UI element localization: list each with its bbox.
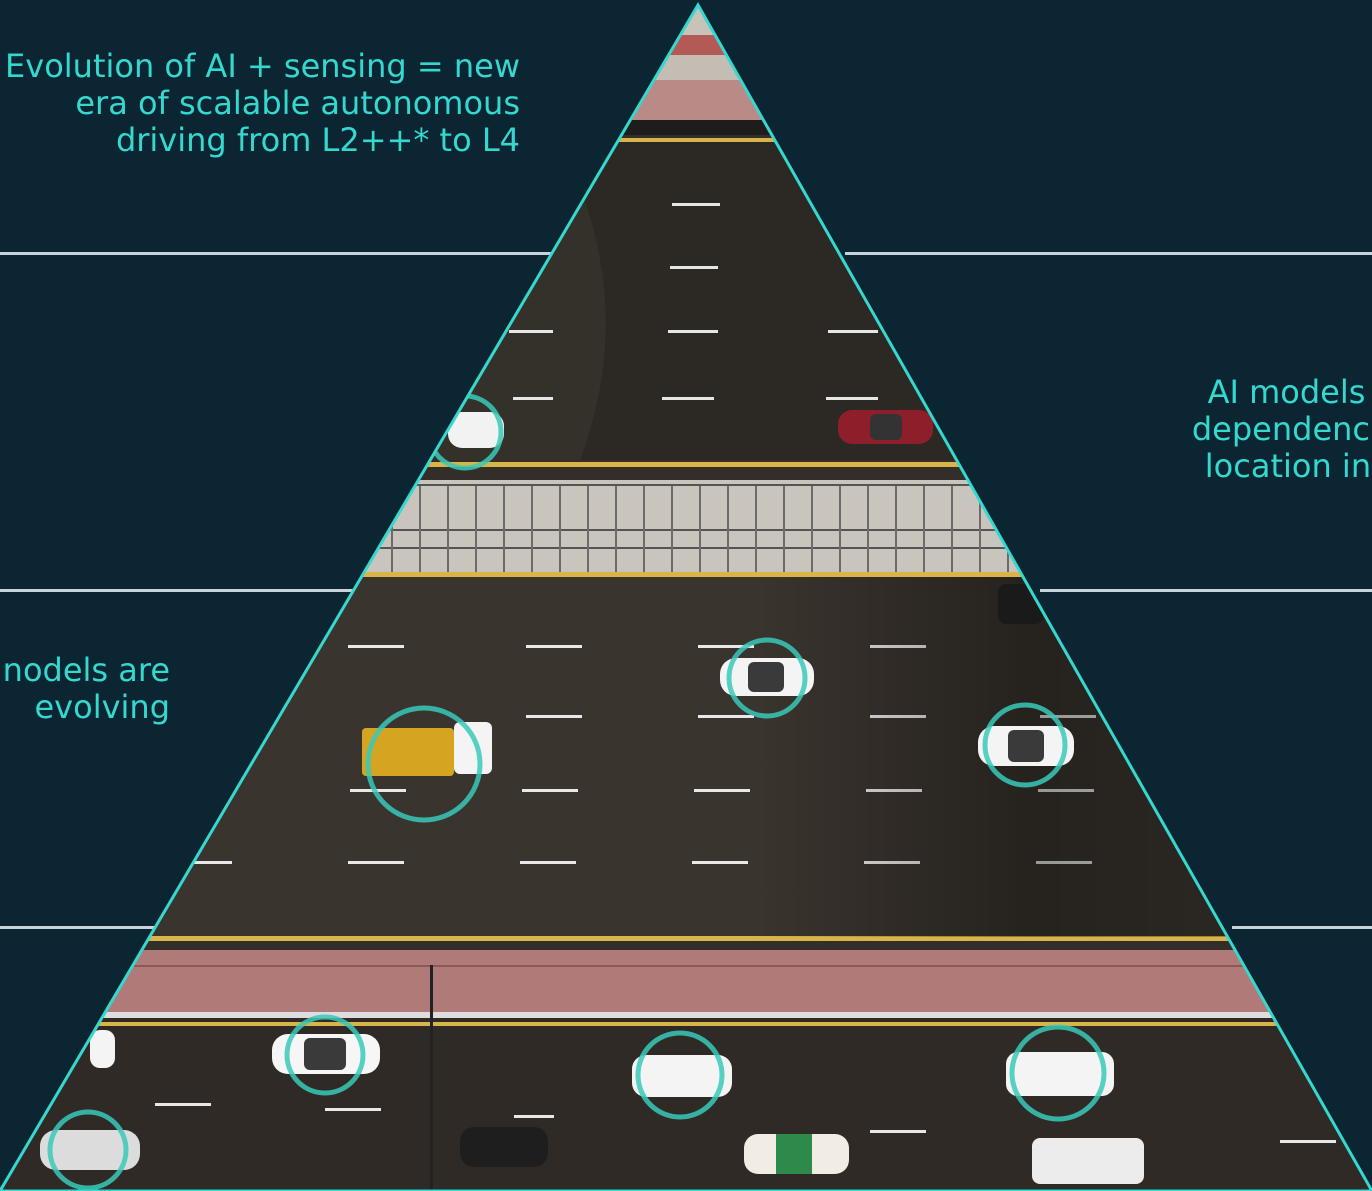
divider-line-2-right (1040, 589, 1372, 592)
top-left-label: Evolution of AI + sensing = new era of s… (5, 48, 520, 159)
right-label-line-3: location intelli (1204, 447, 1372, 485)
right-label-line-2: dependenc (1191, 410, 1370, 448)
right-label: AI models req dependenc location intelli (1130, 374, 1372, 485)
left-label: nodels are evolving (3, 652, 170, 726)
top-label-line-2: era of scalable autonomous (75, 84, 520, 122)
divider-line-2-left (0, 589, 355, 592)
top-label-line-3: driving from L2++* to L4 (115, 121, 520, 159)
left-label-line-2: evolving (34, 688, 170, 726)
left-label-line-1: nodels are (2, 651, 170, 689)
right-label-line-1: AI models req (1207, 373, 1372, 411)
divider-line-1-right (845, 252, 1372, 255)
divider-line-3-left (0, 926, 160, 929)
top-label-line-1: Evolution of AI + sensing = new (5, 47, 520, 85)
divider-line-1-left (0, 252, 552, 255)
divider-line-3-right (1232, 926, 1372, 929)
